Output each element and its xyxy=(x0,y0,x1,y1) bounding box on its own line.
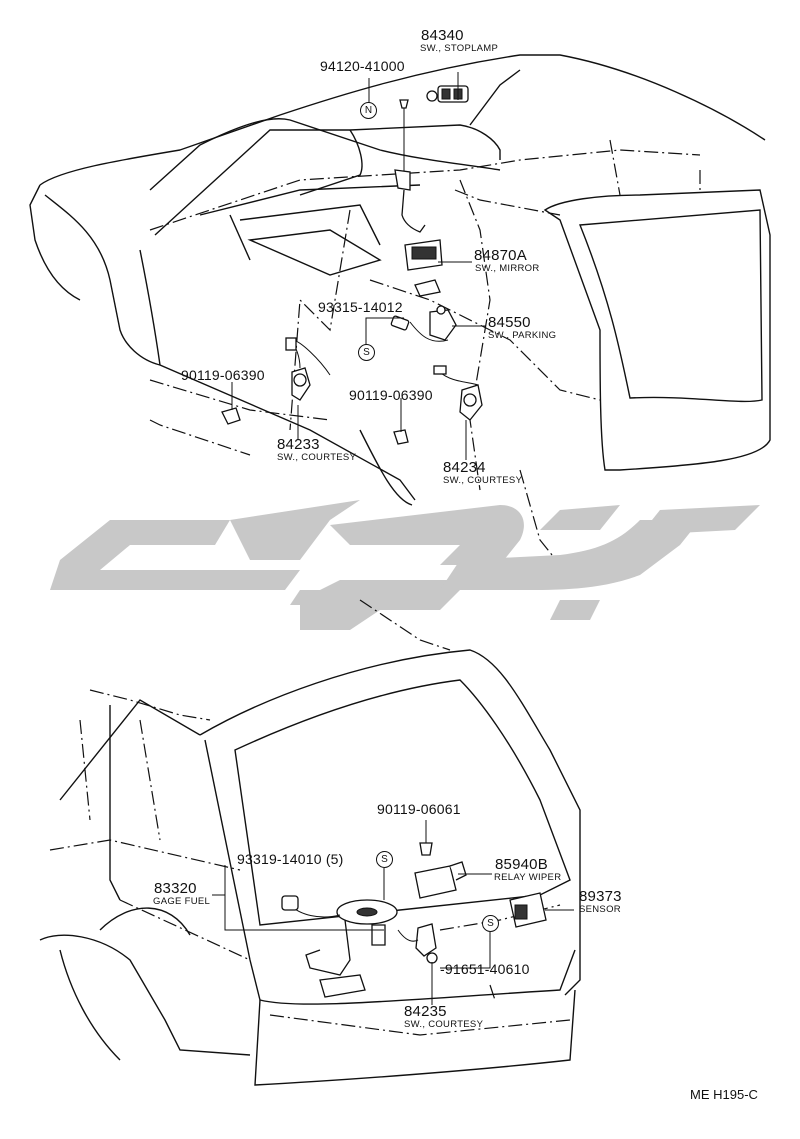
label-84234-desc: SW., COURTESY xyxy=(443,475,523,486)
label-84340-number: 84340 xyxy=(421,27,464,44)
label-89373-desc: SENSOR xyxy=(579,904,621,915)
label-83320-number: 83320 xyxy=(154,880,197,897)
watermark-logo xyxy=(50,500,760,630)
label-89373-number: 89373 xyxy=(579,888,622,905)
label-91651-number: -91651-40610 xyxy=(440,961,530,977)
label-84340-desc: SW., STOPLAMP xyxy=(420,43,499,54)
label-83320-desc: GAGE FUEL xyxy=(153,896,211,907)
label-94120-number: 94120-41000 xyxy=(320,58,405,74)
label-84233-desc: SW., COURTESY xyxy=(277,452,357,463)
label-84870a-number: 84870A xyxy=(474,247,527,264)
label-90119-right-number: 90119-06390 xyxy=(349,387,433,403)
marker-s-top: S xyxy=(358,344,375,361)
courtesy-switch-left-shape xyxy=(221,337,331,425)
relay-wiper-shape xyxy=(414,861,467,899)
top-car-outline xyxy=(29,54,771,571)
label-85940b-number: 85940B xyxy=(495,856,548,873)
label-90119-06061-number: 90119-06061 xyxy=(377,801,461,817)
marker-n: N xyxy=(360,102,377,119)
top-parts xyxy=(221,72,486,460)
label-84233-number: 84233 xyxy=(277,436,320,453)
marker-s-bottom-left: S xyxy=(376,851,393,868)
bottom-car-outline xyxy=(39,599,581,1086)
label-93315-number: 93315-14012 xyxy=(318,299,403,315)
mirror-switch-shape xyxy=(404,239,443,297)
bottom-parts xyxy=(212,820,574,1005)
label-85940b-desc: RELAY WIPER xyxy=(494,872,562,883)
courtesy-switch-right-shape xyxy=(393,365,483,445)
courtesy-switch-rear-shape xyxy=(397,923,438,964)
label-84234-number: 84234 xyxy=(443,459,486,476)
fuel-gauge-shape xyxy=(281,895,398,998)
drawing-code: ME H195-C xyxy=(690,1087,758,1102)
label-84235-number: 84235 xyxy=(404,1003,447,1020)
marker-s-bottom-right: S xyxy=(482,915,499,932)
label-93319-number: 93319-14010 (5) xyxy=(237,851,344,867)
stoplamp-switch-shape xyxy=(426,85,469,103)
label-84235-desc: SW., COURTESY xyxy=(404,1019,484,1030)
label-84550-desc: SW., PARKING xyxy=(488,330,557,341)
label-84870a-desc: SW., MIRROR xyxy=(475,263,540,274)
parking-switch-shape xyxy=(390,305,457,342)
sensor-shape xyxy=(509,892,547,928)
label-90119-left-number: 90119-06390 xyxy=(181,367,265,383)
label-84550-number: 84550 xyxy=(488,314,531,331)
